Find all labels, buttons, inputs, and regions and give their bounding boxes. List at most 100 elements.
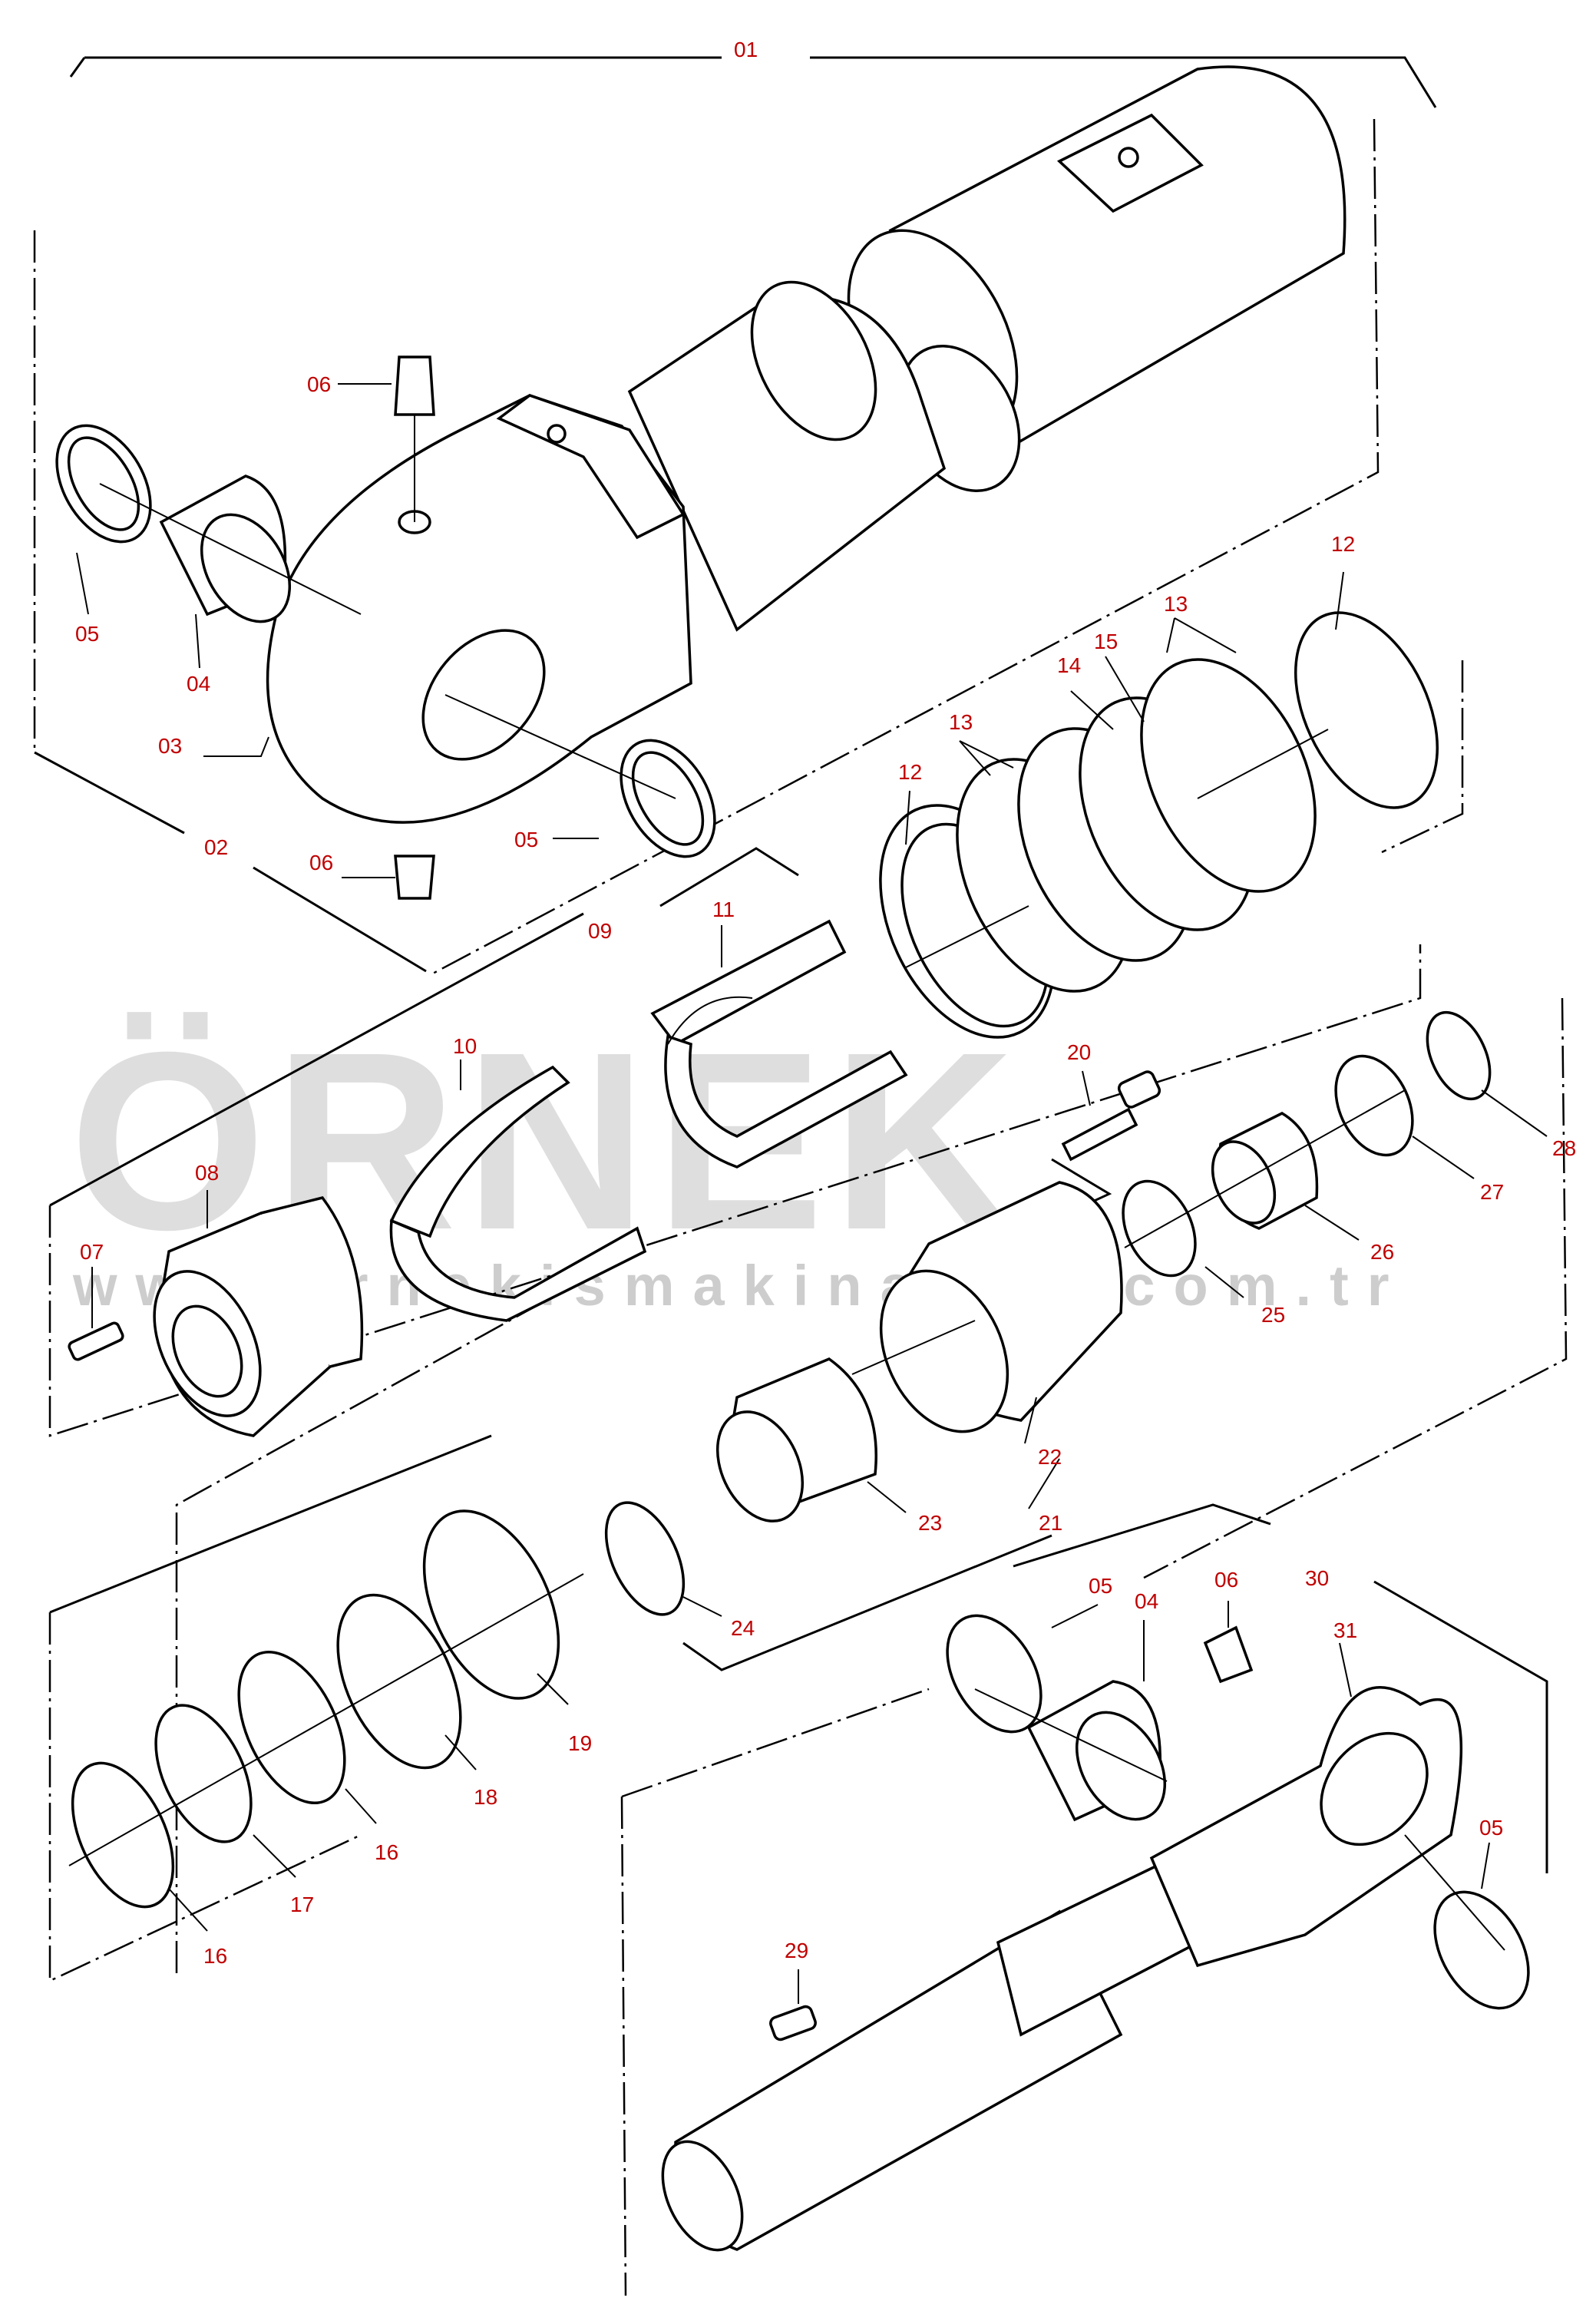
label-05-a: 05: [75, 622, 99, 646]
seal-19: [422, 1509, 560, 1700]
rod-eye-block: [1149, 1685, 1463, 1968]
seal-16-right: [237, 1650, 346, 1805]
frame-30-inner: [621, 1688, 930, 1798]
label-05-b: 05: [514, 828, 538, 851]
seal-17: [154, 1704, 253, 1843]
frame-09: [48, 944, 1422, 1437]
gland-group: [604, 1010, 1492, 1616]
frame-seals-top: [49, 1434, 1052, 1671]
leader-26: [1304, 1205, 1360, 1241]
leader-23: [867, 1481, 907, 1513]
label-06-c: 06: [1214, 1568, 1238, 1592]
frames: [33, 56, 1568, 2296]
wear-strip-10-top: [389, 1065, 570, 1238]
label-05-d: 05: [1479, 1816, 1503, 1840]
leader-12l: [905, 790, 910, 845]
label-15: 15: [1094, 630, 1118, 653]
set-screw-07: [68, 1321, 124, 1361]
head-port-hole: [547, 424, 567, 444]
label-12-left: 12: [898, 760, 922, 784]
leader-25: [1204, 1266, 1244, 1298]
label-12-right: 12: [1331, 532, 1355, 556]
label-20: 20: [1067, 1040, 1091, 1064]
guide-ring-11-inner: [667, 996, 753, 1045]
axis-lines-top: [99, 415, 676, 799]
frame-30-left: [620, 1796, 627, 2296]
label-16-left: 16: [203, 1944, 227, 1968]
seal-ring-05-left: [55, 424, 152, 544]
label-01: 01: [734, 38, 758, 61]
frame-piston-left: [175, 1304, 538, 1973]
label-24: 24: [731, 1616, 755, 1640]
leader-21: [1028, 1458, 1060, 1509]
key-29: [769, 2005, 817, 2041]
bushing-23-face: [715, 1410, 805, 1522]
part-labels: 01 02 03 04 04 05 05 05 05 06 06 06 07 0…: [75, 38, 1576, 1968]
seal-stack: [68, 1509, 584, 1909]
seal-05-lower-left: [946, 1614, 1043, 1734]
label-28: 28: [1552, 1136, 1576, 1160]
leader-15: [1105, 656, 1145, 722]
frame-30-top: [1013, 1503, 1548, 1873]
axis-lines-seals: [68, 1573, 584, 1866]
frame-seals: [48, 1612, 362, 1982]
label-03: 03: [158, 734, 182, 758]
snap-ring-24: [604, 1501, 686, 1616]
leader-16l: [168, 1888, 208, 1932]
frame-09-top: [49, 847, 799, 1207]
label-07: 07: [80, 1240, 104, 1264]
label-26: 26: [1370, 1240, 1394, 1264]
label-13-right: 13: [1164, 592, 1188, 616]
axis-lines-gland: [851, 1089, 1406, 1375]
rod-eye-bore: [1320, 1731, 1429, 1846]
seal-13-b: [1140, 658, 1317, 893]
piston-nut-face: [153, 1270, 262, 1417]
label-29: 29: [785, 1939, 808, 1962]
label-04-bottom: 04: [1135, 1589, 1158, 1613]
head-block: [266, 394, 692, 824]
label-08: 08: [195, 1161, 219, 1185]
label-17: 17: [290, 1893, 314, 1916]
seal-27: [1334, 1054, 1414, 1157]
leader-13l: [959, 740, 1014, 776]
piston-rod: [661, 1614, 1530, 2252]
frame-01-right: [429, 118, 1380, 977]
head-port-block: [496, 394, 686, 540]
wear-strip-10-bottom: [389, 1218, 647, 1322]
eye-bore: [421, 629, 546, 761]
grease-nipple-lower: [1203, 1625, 1254, 1684]
piston-nut-thread: [171, 1304, 243, 1398]
label-05-c: 05: [1089, 1574, 1112, 1598]
bushing-04-lower-face: [1075, 1711, 1167, 1821]
guide-ring-11-bottom: [664, 1034, 908, 1169]
label-06-a: 06: [307, 372, 331, 396]
bolt-20-head: [1117, 1070, 1161, 1109]
label-10: 10: [453, 1034, 477, 1058]
leader-lines: [76, 383, 1548, 2004]
label-18: 18: [474, 1785, 497, 1809]
leader-20: [1082, 1070, 1091, 1106]
label-31: 31: [1333, 1618, 1357, 1642]
leader-04: [195, 613, 200, 669]
leader-05d: [1481, 1842, 1490, 1889]
frame-01-top: [69, 56, 1437, 108]
leader-12r: [1335, 571, 1344, 630]
seal-ring-05-right: [620, 739, 716, 858]
label-22: 22: [1038, 1445, 1062, 1469]
leader-05c: [1051, 1604, 1099, 1628]
seal-05-lower-right: [1433, 1890, 1530, 2010]
seal-ring-05-right-inner: [631, 751, 705, 846]
port-flange: [1056, 113, 1204, 213]
label-23: 23: [918, 1511, 942, 1535]
cylinder-tube: [55, 65, 1347, 900]
barrel-break-3: [750, 280, 877, 441]
wiper-28: [1426, 1010, 1492, 1101]
leader-24: [682, 1596, 722, 1617]
axis-lines-piston: [905, 729, 1329, 968]
label-25: 25: [1261, 1303, 1285, 1327]
bushing-04-face: [200, 513, 292, 623]
leader-28: [1481, 1089, 1548, 1137]
label-30: 30: [1305, 1566, 1329, 1590]
leader-14: [1070, 690, 1114, 730]
